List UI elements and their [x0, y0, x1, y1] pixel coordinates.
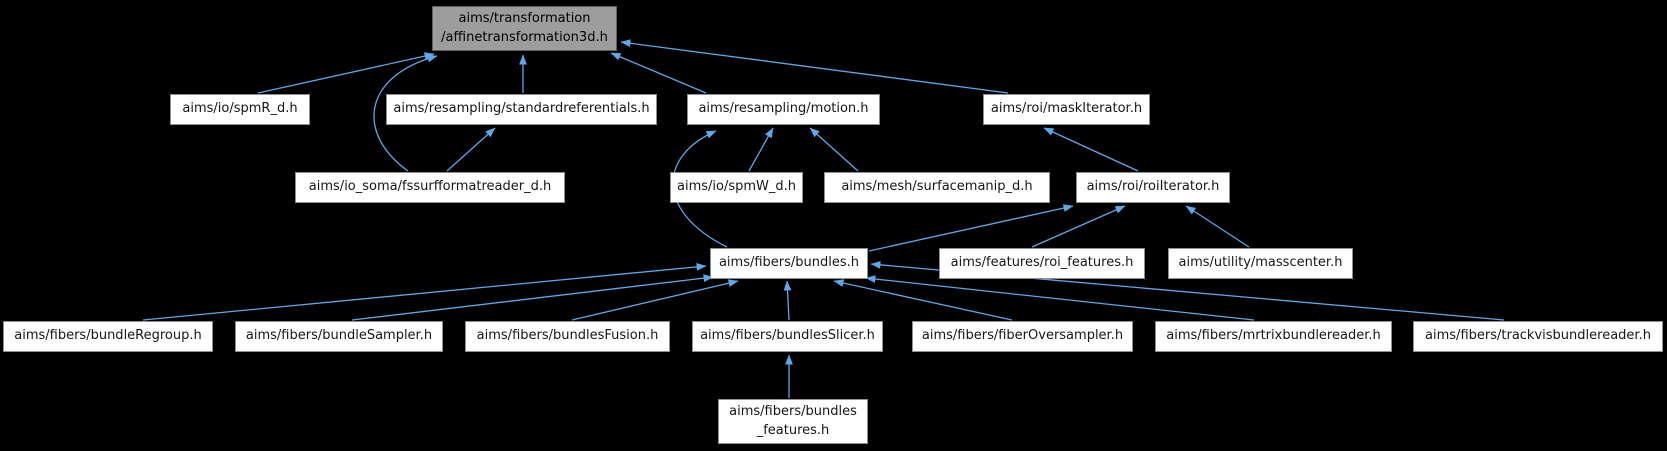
graph-node-roiIterator[interactable]: aims/roi/roiIterator.h [1076, 172, 1230, 203]
node-label: aims/resampling/standardreferentials.h [393, 101, 650, 117]
graph-node-fssurfformatreader[interactable]: aims/io_soma/fssurfformatreader_d.h [295, 172, 565, 203]
edge-motion-to-affine [610, 52, 707, 94]
node-label: aims/fibers/bundlesFusion.h [476, 328, 659, 344]
graph-node-roi_features[interactable]: aims/features/roi_features.h [939, 248, 1145, 279]
graph-node-bundles_features[interactable]: aims/fibers/bundles _features.h [718, 399, 868, 444]
graph-node-spmR_d[interactable]: aims/io/spmR_d.h [170, 94, 310, 125]
graph-node-motion[interactable]: aims/resampling/motion.h [687, 94, 880, 125]
edge-spmR_d-to-affine [257, 52, 435, 94]
graph-node-bundleRegroup[interactable]: aims/fibers/bundleRegroup.h [3, 321, 213, 352]
node-label: /affinetransformation3d.h [441, 29, 608, 45]
edge-roiIterator-to-maskIterator [1043, 127, 1139, 172]
graph-node-mrtrixbundlereader[interactable]: aims/fibers/mrtrixbundlereader.h [1155, 321, 1392, 352]
edge-masscenter-to-roiIterator [1185, 205, 1250, 248]
node-label: _features.h [756, 422, 830, 438]
edge-spmW_d-to-motion [748, 127, 774, 172]
node-label: aims/fibers/bundlesSlicer.h [700, 328, 875, 344]
graph-node-standardreferentials[interactable]: aims/resampling/standardreferentials.h [386, 94, 657, 125]
node-label: aims/roi/maskIterator.h [990, 101, 1143, 117]
graph-node-maskIterator[interactable]: aims/roi/maskIterator.h [983, 94, 1150, 125]
node-label: aims/fibers/mrtrixbundlereader.h [1166, 328, 1381, 344]
node-label: aims/io/spmW_d.h [676, 179, 796, 195]
graph-node-surfacemanip[interactable]: aims/mesh/surfacemanip_d.h [824, 172, 1050, 203]
node-label: aims/transformation [458, 11, 591, 27]
node-label: aims/roi/roiIterator.h [1086, 179, 1220, 195]
node-label: aims/fibers/fiberOversampler.h [921, 328, 1124, 344]
node-label: aims/features/roi_features.h [950, 255, 1134, 271]
edges-group [142, 39, 1505, 398]
node-label: aims/utility/masscenter.h [1178, 255, 1343, 271]
edge-fssurfformatreader-to-standardreferentials [446, 127, 496, 172]
edge-bundlesFusion-to-bundles [571, 279, 739, 321]
edge-bundleRegroup-to-bundles [142, 263, 707, 321]
node-label: aims/fibers/bundleSampler.h [245, 328, 433, 344]
node-label: aims/io/spmR_d.h [182, 101, 298, 117]
graph-node-affine[interactable]: aims/transformation/affinetransformation… [432, 6, 617, 51]
graph-node-bundleSampler[interactable]: aims/fibers/bundleSampler.h [235, 321, 443, 352]
graph-node-fiberOversampler[interactable]: aims/fibers/fiberOversampler.h [912, 321, 1133, 352]
graph-node-bundlesFusion[interactable]: aims/fibers/bundlesFusion.h [465, 321, 670, 352]
edge-maskIterator-to-affine [620, 39, 1009, 94]
edge-fiberOversampler-to-bundles [833, 279, 1013, 321]
node-label: aims/fibers/trackvisbundlereader.h [1425, 328, 1651, 344]
node-label: aims/fibers/bundles.h [718, 255, 860, 271]
edge-bundlesSlicer-to-bundles [783, 280, 792, 321]
node-label: aims/mesh/surfacemanip_d.h [841, 179, 1033, 195]
graph-node-spmW_d[interactable]: aims/io/spmW_d.h [670, 172, 803, 203]
node-label: aims/fibers/bundleRegroup.h [14, 328, 202, 344]
graph-node-trackvisbundlereader[interactable]: aims/fibers/trackvisbundlereader.h [1413, 321, 1663, 352]
node-label: aims/io_soma/fssurfformatreader_d.h [308, 179, 552, 195]
node-label: aims/resampling/motion.h [698, 101, 869, 117]
edge-mrtrixbundlereader-to-bundles [865, 275, 1255, 321]
graph-node-masscenter[interactable]: aims/utility/masscenter.h [1168, 248, 1353, 279]
edge-bundleSampler-to-bundles [351, 274, 714, 321]
graph-node-bundles[interactable]: aims/fibers/bundles.h [710, 248, 868, 279]
edge-roi_features-to-roiIterator [1031, 205, 1126, 248]
edge-bundles-to-roiIterator [868, 204, 1074, 252]
graph-node-bundlesSlicer[interactable]: aims/fibers/bundlesSlicer.h [692, 321, 883, 352]
edge-surfacemanip-to-motion [809, 127, 859, 172]
node-label: aims/fibers/bundles [729, 404, 857, 420]
edge-fssurfformatreader-to-affine [373, 54, 438, 172]
